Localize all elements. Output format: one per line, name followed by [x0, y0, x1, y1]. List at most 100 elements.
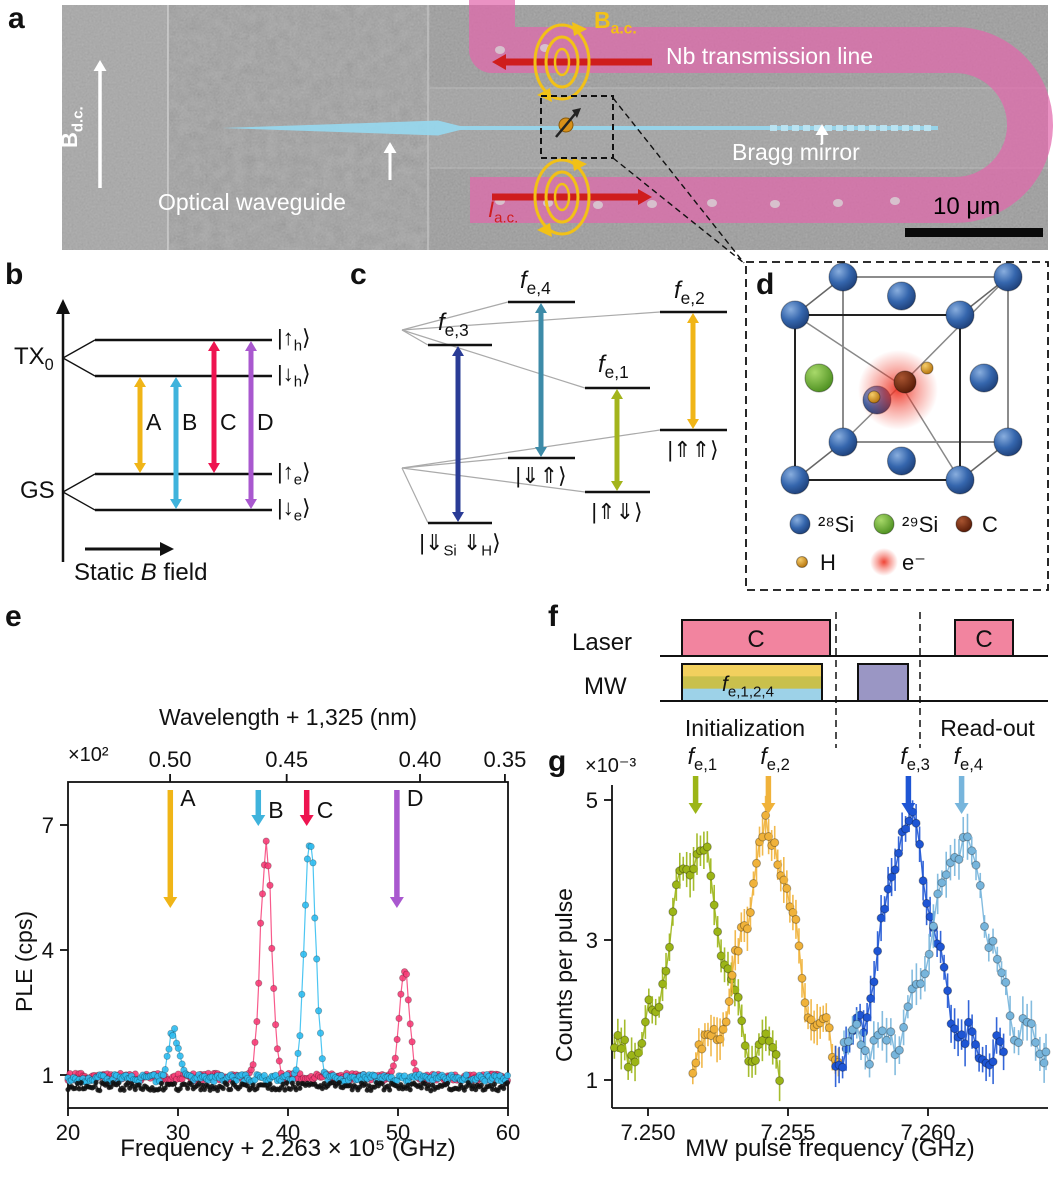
legend-label-4: e⁻ [902, 550, 926, 575]
static-b-field-label: Static B field [74, 559, 207, 586]
e-top-tick-label: 0.35 [484, 747, 527, 772]
si28-atom [993, 427, 1023, 457]
ket-part: |⇑⇑⟩ [667, 437, 719, 462]
c-ket-0: |⇓Si ⇓H⟩ [419, 530, 501, 560]
ket-text: |↓ [277, 495, 294, 520]
scale-bar-label: 10 μm [933, 193, 1001, 220]
e-y-tick-label: 1 [42, 1063, 54, 1088]
c-ket-1: |⇓⇑⟩ [515, 463, 567, 488]
tx0-sub: 0 [44, 355, 54, 374]
ket-text: ⟩ [302, 325, 311, 350]
transition-label-A: A [146, 409, 162, 435]
e-y-scale-note: ×10² [68, 744, 109, 766]
transition-label-C: C [220, 409, 237, 435]
panel-g-label: g [548, 745, 567, 778]
e-x-tick-label: 30 [166, 1120, 190, 1145]
g-peak-label-e,3: fe,3 [900, 743, 929, 774]
static-field-b: B [140, 559, 157, 586]
e-x-tick-label: 40 [276, 1120, 300, 1145]
si28-atom [945, 300, 975, 330]
legend-si29-icon [873, 513, 895, 535]
panel-a-sem-image [62, 0, 1053, 264]
peak-label-D: D [407, 785, 424, 811]
panel-f-label: f [548, 600, 558, 633]
panel-b-label: b [5, 258, 24, 291]
ket-part: H [481, 542, 493, 560]
ket-part: |⇓⇑⟩ [515, 463, 567, 488]
laser-pulse-2-label: C [975, 626, 992, 653]
b-dc-field-label: Bd.c. [57, 106, 87, 148]
g-y-tick-label: 5 [586, 788, 598, 813]
ket-part: |⇓ [419, 530, 444, 555]
zoom-box [540, 95, 614, 159]
legend-si28-icon [789, 513, 811, 535]
g-peak-label-e,1: fe,1 [688, 743, 717, 774]
legend-hydrogen-icon [796, 556, 808, 568]
e-x-tick-label: 50 [386, 1120, 410, 1145]
ket-text: ⟩ [302, 361, 311, 386]
laser-pulse-2 [954, 619, 1014, 657]
ket-text: |↑ [277, 325, 294, 350]
legend-carbon-icon [955, 515, 973, 533]
laser-pulse-1 [681, 619, 831, 657]
g-peak-label-e,4: fe,4 [954, 743, 983, 774]
ket-down-e: |↓e⟩ [277, 495, 311, 525]
ket-up-e: |↑e⟩ [277, 459, 311, 489]
ket-part: ⟩ [492, 530, 501, 555]
b-ac-main: B [594, 7, 611, 33]
static-field-pre: Static [74, 559, 141, 586]
optical-waveguide [222, 120, 468, 136]
transition-label-B: B [182, 409, 197, 435]
initialization-label: Initialization [684, 715, 806, 741]
si29-atom [804, 363, 834, 393]
mw-pulse-2 [857, 663, 909, 702]
si28-atom [828, 427, 858, 457]
e-top-tick-label: 0.45 [265, 747, 308, 772]
si28-atom [828, 262, 858, 292]
g-x-tick-label: 7.255 [760, 1120, 815, 1145]
g-y-axis-title: Counts per pulse [551, 888, 577, 1062]
b-ac-loop-icon [553, 182, 571, 212]
series-line-pink-trace-transitions-A-C [67, 841, 508, 1083]
b-dc-main: B [57, 132, 82, 148]
g-y-tick-label: 1 [586, 1068, 598, 1093]
hydrogen-atom [920, 361, 934, 375]
si28-atom [887, 446, 916, 476]
b-dc-sub: d.c. [69, 106, 87, 133]
e-x-tick-label: 20 [56, 1120, 80, 1145]
si28-atom [969, 363, 999, 393]
si28-atom [887, 281, 916, 311]
e-y-tick-label: 7 [42, 813, 54, 838]
ket-sub: h [293, 337, 303, 355]
panel-c-label: c [350, 258, 367, 291]
mw-transition-label-e,2: fe,2 [674, 277, 705, 308]
i-ac-main: I [488, 197, 495, 222]
ket-sub: e [293, 471, 303, 489]
hydrogen-atom [867, 390, 881, 404]
ket-down-h: |↓h⟩ [277, 361, 311, 391]
g-y-scale-note: ×10⁻³ [585, 755, 637, 777]
e-y-tick-label: 4 [42, 938, 54, 963]
tx0-label: TX0 [14, 343, 54, 375]
gs-label: GS [20, 477, 55, 504]
b-ac-field-label: Ba.c. [594, 7, 637, 38]
panel-d-label: d [756, 268, 775, 301]
g-peak-label-e,2: fe,2 [760, 743, 789, 774]
ket-sub: e [293, 507, 303, 525]
i-ac-sub: a.c. [494, 209, 519, 227]
laser-pulse-1-label: C [747, 626, 764, 653]
e-y-axis-title: PLE (cps) [11, 911, 37, 1012]
bragg-mirror-label: Bragg mirror [732, 139, 860, 165]
b-ac-loop-icon [553, 47, 571, 77]
legend-label-1: ²⁹Si [902, 512, 938, 537]
legend-label-2: C [982, 512, 998, 537]
ket-up-h: |↑h⟩ [277, 325, 311, 355]
i-ac-label: Ia.c. [488, 197, 519, 227]
panel-e-label: e [5, 600, 22, 633]
peak-label-C: C [317, 797, 334, 823]
